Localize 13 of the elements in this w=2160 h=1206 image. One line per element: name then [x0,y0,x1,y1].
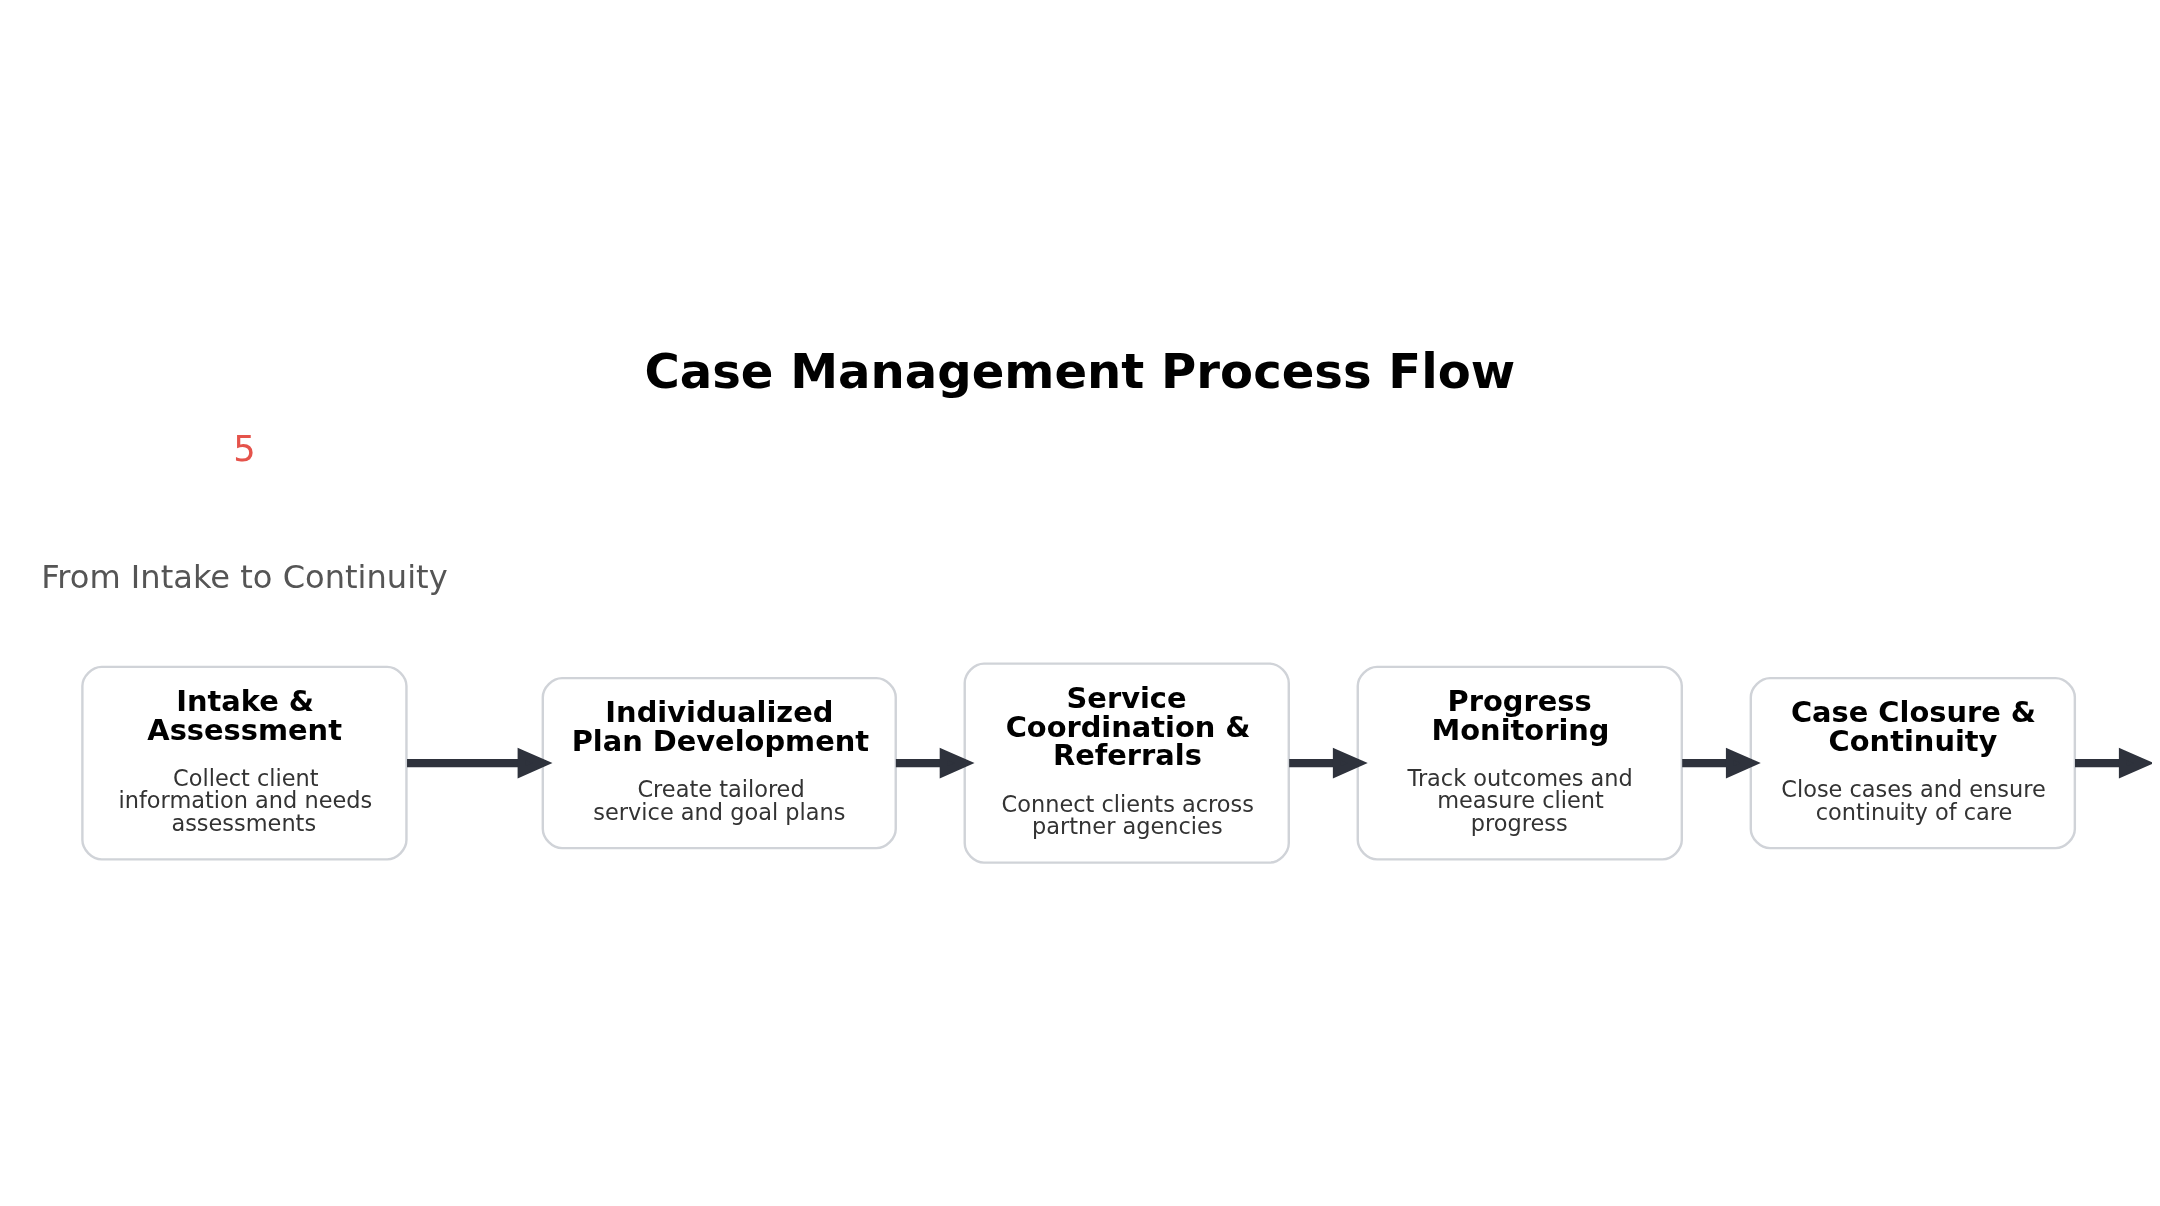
arrow [1682,747,1761,778]
arrow [2075,747,2152,778]
diagram-title: Case Management Process Flow [644,342,1516,399]
arrow [895,747,975,778]
node-box: Intake & Assessment Collect client information and needs assessments [81,665,408,861]
node-box: Progress Monitoring Track outcomes and measure client progress [1356,665,1683,861]
node-box: Individualized Plan Development Create tailored service and goal plans [541,676,897,849]
node-box: Service Coordination & Referrals Connect clients across partner agencies [963,661,1290,864]
label: From Intake to Continuity [41,557,448,596]
label: 5 [233,427,256,469]
arrow [407,747,553,778]
arrow [1289,747,1368,778]
node-box: Case Closure & Continuity Close cases and ensure continuity of care [1749,676,2077,849]
